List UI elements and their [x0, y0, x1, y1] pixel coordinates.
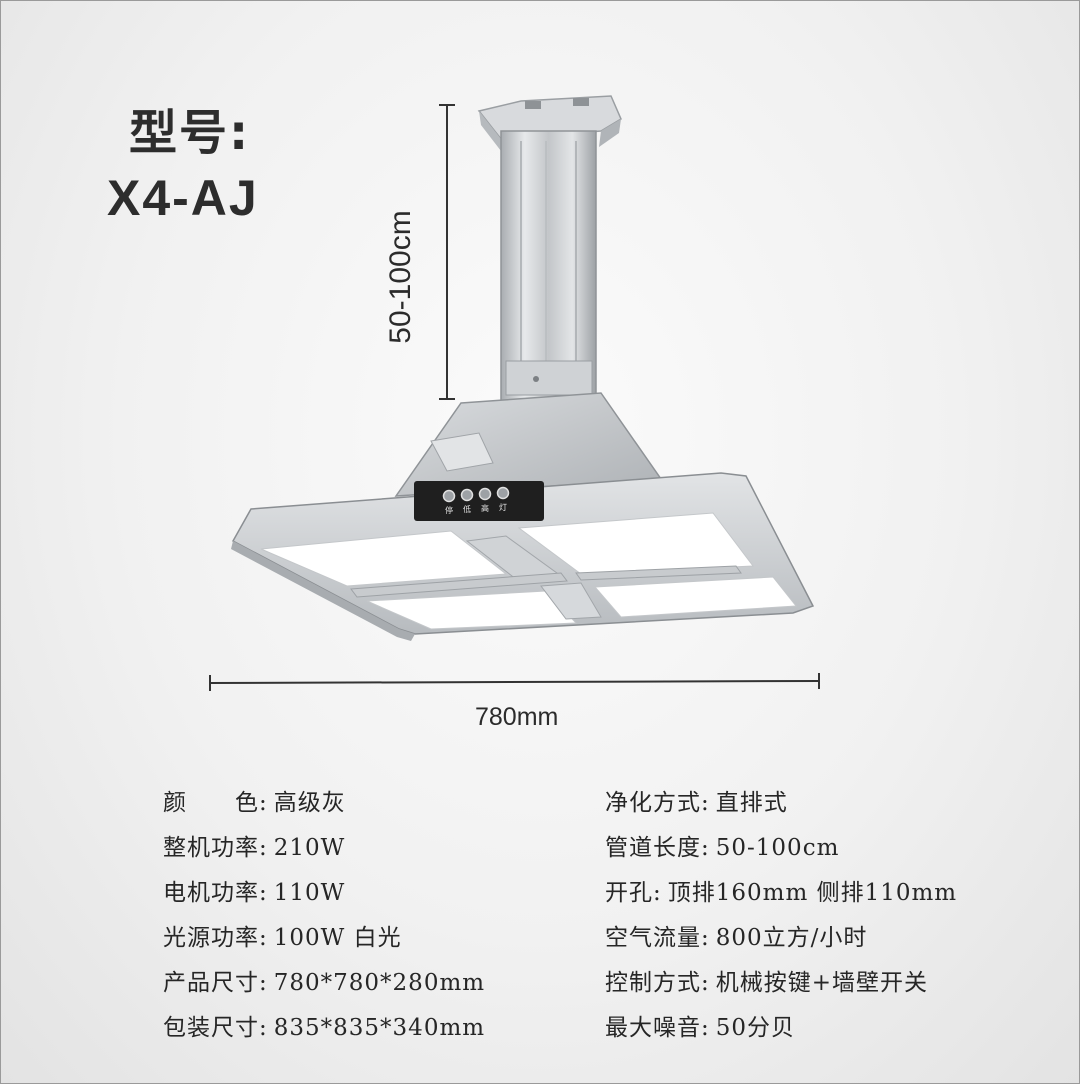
spec-key: 电机功率: [163, 880, 268, 906]
telescopic-pipe [500, 130, 597, 402]
spec-row-airflow: 空气流量:800立方/小时 [605, 918, 867, 952]
spec-key: 空气流量: [605, 925, 710, 951]
svg-text:低: 低 [463, 504, 471, 514]
button-low[interactable]: 低 [460, 488, 474, 515]
spec-key: 颜 色: [163, 790, 268, 816]
spec-value: 780*780*280mm [273, 970, 486, 996]
spec-value: 50分贝 [715, 1015, 796, 1041]
button-high[interactable]: 高 [478, 487, 492, 514]
height-dimension-label: 50-100cm [384, 210, 417, 344]
spec-row-product-size: 产品尺寸:780*780*280mm [163, 963, 485, 997]
width-dimension-line [209, 673, 820, 691]
spec-row-duct-length: 管道长度:50-100cm [605, 828, 839, 862]
light-panel-back-right [517, 512, 754, 575]
spec-value: 110W [273, 880, 346, 906]
button-stop[interactable]: 停 [442, 489, 456, 516]
spec-value: 顶排160mm 侧排110mm [667, 880, 958, 906]
spec-row-total-power: 整机功率:210W [163, 828, 345, 862]
spec-key: 控制方式: [605, 970, 710, 996]
spec-row-noise: 最大噪音:50分贝 [605, 1008, 795, 1042]
spec-value: 100W 白光 [273, 925, 402, 951]
height-dimension-line [439, 104, 455, 400]
svg-text:停: 停 [445, 505, 453, 515]
center-intake-grille [350, 535, 742, 620]
spec-key: 净化方式: [605, 790, 710, 816]
spec-row-purification: 净化方式:直排式 [605, 783, 788, 817]
light-panel-back-left [260, 530, 508, 587]
control-panel: 停 低 高 灯 [414, 481, 544, 521]
spec-row-control: 控制方式:机械按键+墙壁开关 [605, 963, 928, 997]
svg-text:灯: 灯 [499, 502, 507, 512]
light-panel-front-left [366, 590, 578, 630]
spec-value: 835*835*340mm [273, 1015, 486, 1041]
hood-body [394, 392, 663, 497]
spec-row-opening: 开孔:顶排160mm 侧排110mm [605, 873, 957, 907]
spec-key: 包装尺寸: [163, 1015, 268, 1041]
model-label: 型号: [129, 105, 251, 161]
ceiling-bracket [477, 95, 622, 151]
svg-text:高: 高 [481, 503, 489, 513]
spec-value: 直排式 [715, 790, 788, 816]
spec-row-package-size: 包装尺寸:835*835*340mm [163, 1008, 485, 1042]
light-panels [260, 512, 797, 630]
spec-key: 最大噪音: [605, 1015, 710, 1041]
spec-value: 50-100cm [715, 835, 840, 861]
spec-value: 210W [273, 835, 346, 861]
model-number: X4-AJ [107, 170, 259, 226]
button-light[interactable]: 灯 [496, 486, 510, 513]
spec-value: 800立方/小时 [715, 925, 868, 951]
spec-value: 高级灰 [273, 790, 346, 816]
spec-row-color: 颜 色:高级灰 [163, 783, 346, 817]
spec-value: 机械按键+墙壁开关 [715, 970, 929, 996]
spec-row-motor-power: 电机功率:110W [163, 873, 345, 907]
light-panel-front-right [593, 576, 797, 618]
spec-key: 整机功率: [163, 835, 268, 861]
spec-key: 开孔: [605, 880, 662, 906]
spec-key: 管道长度: [605, 835, 710, 861]
spec-key: 光源功率: [163, 925, 268, 951]
spec-row-light-power: 光源功率:100W 白光 [163, 918, 402, 952]
spec-key: 产品尺寸: [163, 970, 268, 996]
width-dimension-label: 780mm [475, 703, 559, 731]
